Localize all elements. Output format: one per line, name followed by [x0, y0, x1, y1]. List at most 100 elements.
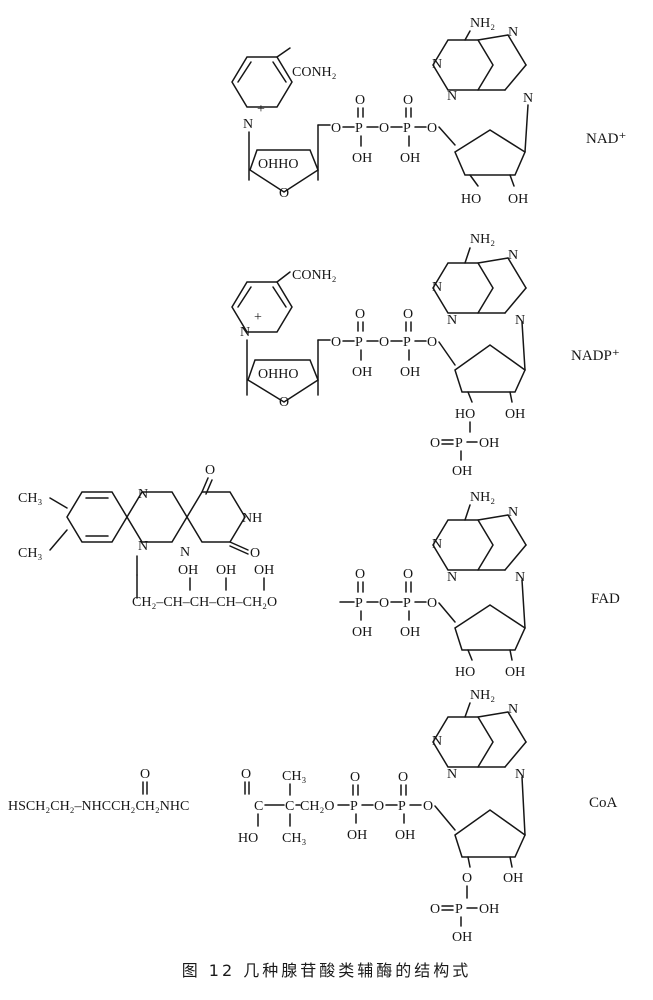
coa-phospho-oh2-label: OH — [452, 930, 472, 945]
nadp-p2-oh-label: OH — [400, 365, 420, 380]
nadp-ribose-oh-label: OHHO — [258, 367, 298, 382]
coa-p2-label: P — [398, 799, 406, 814]
fad-n5-label: N — [138, 487, 148, 502]
nadp-adenine-nh2-label: NH₂ — [470, 232, 495, 247]
coa-structure: HSCH₂CH₂–NHCCH₂CH₂NHC O O C C HO CH₃ CH₃… — [8, 688, 527, 945]
fad-ribose-2-ho-label: HO — [455, 665, 475, 680]
nadp-adenine-n1-label: N — [432, 280, 442, 295]
coa-p2-oh-label: OH — [395, 828, 415, 843]
nad-ribose-3-oh-label: OH — [508, 192, 528, 207]
coa-methyl1-label: CH₃ — [282, 769, 306, 784]
fad-p1-oh-label: OH — [352, 625, 372, 640]
coa-p1-label: P — [350, 799, 358, 814]
coa-phospho-p-label: P — [455, 902, 463, 917]
coa-adenine-n3-label: N — [447, 767, 457, 782]
coa-phospho-oh1-label: OH — [479, 902, 499, 917]
fad-p2-oxo-label: O — [403, 567, 413, 582]
fad-methyl2-label: CH₃ — [18, 546, 42, 561]
fad-ribityl-oh1-label: OH — [178, 563, 198, 578]
coa-p1-oxo-label: O — [350, 770, 360, 785]
fad-o3-label: O — [427, 596, 437, 611]
nadp-p1-oh-label: OH — [352, 365, 372, 380]
nad-carboxamide-label: CONH₂ — [292, 65, 337, 80]
nad-adenine-nh2-label: NH₂ — [470, 16, 495, 31]
nad-adenine-n9-label: N — [523, 91, 533, 106]
coa-ribose-3-o-label: O — [462, 871, 472, 886]
fad-name-label: FAD — [591, 591, 620, 607]
coa-adenine-n9-label: N — [515, 767, 525, 782]
fad-c2-oxo-label: O — [250, 546, 260, 561]
fad-methyl1-label: CH₃ — [18, 491, 42, 506]
nad-p1-label: P — [355, 121, 363, 136]
fad-n1-label: N — [180, 545, 190, 560]
fad-structure: CH₃ CH₃ N N O NH N O CH₂–CH–CH–CH–CH₂O O… — [18, 463, 527, 680]
nad-p1-oxo-label: O — [355, 93, 365, 108]
nadp-adenine-n7-label: N — [508, 248, 518, 263]
fad-ribityl-oh2-label: OH — [216, 563, 236, 578]
nadp-phospho-o-label: O — [430, 436, 440, 451]
nadp-name-label: NADP⁺ — [571, 348, 620, 364]
coa-quaternary-c1-label: C — [254, 799, 263, 814]
fad-adenine-nh2-label: NH₂ — [470, 490, 495, 505]
nadp-o1-label: O — [331, 335, 341, 350]
fad-p1-label: P — [355, 596, 363, 611]
fad-adenine-n7-label: N — [508, 505, 518, 520]
nad-o1-label: O — [331, 121, 341, 136]
nadp-ribose-o-label: O — [279, 395, 289, 410]
nad-ribose-o-label: O — [279, 186, 289, 201]
fad-adenine-n9-label: N — [515, 570, 525, 585]
fad-ribityl-oh3-label: OH — [254, 563, 274, 578]
nadp-o3-label: O — [427, 335, 437, 350]
fad-n10-label: N — [138, 539, 148, 554]
nad-plus-charge-label: + — [257, 102, 265, 117]
fad-o2-label: O — [379, 596, 389, 611]
coa-o2-label: O — [374, 799, 384, 814]
nadp-carboxamide-label: CONH₂ — [292, 268, 337, 283]
fad-p2-label: P — [403, 596, 411, 611]
nadp-p2-oxo-label: O — [403, 307, 413, 322]
nadp-adenine-n9-label: N — [515, 313, 525, 328]
coa-p2-oxo-label: O — [398, 770, 408, 785]
nad-adenine-n1-label: N — [432, 57, 442, 72]
nadp-ribose-2-ho-label: HO — [455, 407, 475, 422]
fad-p2-oh-label: OH — [400, 625, 420, 640]
nadp-ribose-3-oh-label: OH — [505, 407, 525, 422]
coa-adenine-n7-label: N — [508, 702, 518, 717]
nad-o3-label: O — [427, 121, 437, 136]
nad-o2-label: O — [379, 121, 389, 136]
fad-n3h-label: NH — [242, 511, 262, 526]
fad-ribityl-chain-label: CH₂–CH–CH–CH–CH₂O — [132, 595, 277, 610]
nad-p1-oh-label: OH — [352, 151, 372, 166]
nad-adenine-n7-label: N — [508, 25, 518, 40]
fad-c4-oxo-label: O — [205, 463, 215, 478]
figure-caption: 图 12 几种腺苷酸类辅酶的结构式 — [181, 961, 472, 980]
nadp-phospho-oh1-label: OH — [479, 436, 499, 451]
fad-ribose-3-oh-label: OH — [505, 665, 525, 680]
coa-o3-label: O — [423, 799, 433, 814]
nadp-pyridinium-n-label: N — [240, 325, 250, 340]
coa-pantetheine-label: HSCH₂CH₂–NHCCH₂CH₂NHC — [8, 799, 189, 814]
coa-amide1-oxo-label: O — [140, 767, 150, 782]
coa-adenine-nh2-label: NH₂ — [470, 688, 495, 703]
nadp-adenine-n3-label: N — [447, 313, 457, 328]
coa-adenine-n1-label: N — [432, 734, 442, 749]
nad-ribose-2-ho-label: HO — [461, 192, 481, 207]
coa-ch2o-label: CH₂O — [300, 799, 334, 814]
nad-name-label: NAD⁺ — [586, 131, 627, 147]
nadp-o2-label: O — [379, 335, 389, 350]
nad-adenine-n3-label: N — [447, 89, 457, 104]
nad-p2-oxo-label: O — [403, 93, 413, 108]
fad-adenine-n1-label: N — [432, 537, 442, 552]
nad-structure: CONH₂ N + O OHHO O P O OH O P O OH O HO … — [231, 16, 533, 207]
coa-amide2-oxo-label: O — [241, 767, 251, 782]
coa-phospho-o-label: O — [430, 902, 440, 917]
coa-methyl2-label: CH₃ — [282, 831, 306, 846]
coa-quaternary-c2-label: C — [285, 799, 294, 814]
nadp-phospho-p-label: P — [455, 436, 463, 451]
nadp-structure: CONH₂ N + O OHHO O P O OH O P O OH O HO … — [231, 232, 527, 479]
nadp-p2-label: P — [403, 335, 411, 350]
nadp-phospho-oh2-label: OH — [452, 464, 472, 479]
coa-name-label: CoA — [589, 795, 618, 811]
nad-p2-oh-label: OH — [400, 151, 420, 166]
